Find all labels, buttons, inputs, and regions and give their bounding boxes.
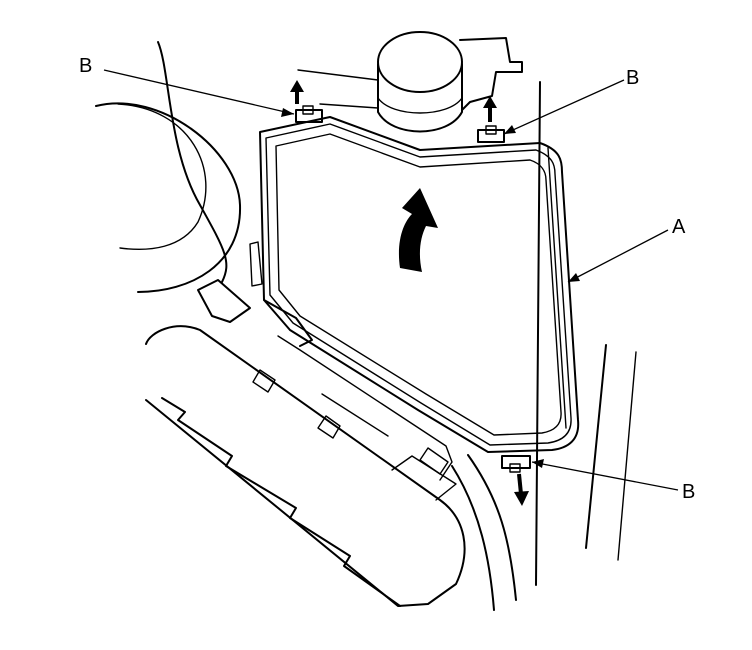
leader-lines	[103, 69, 679, 491]
cover-a-rim	[265, 123, 572, 446]
cover-a-step	[263, 299, 313, 347]
leader-b-top-right	[503, 79, 625, 135]
cover-a-inner	[275, 133, 562, 436]
cover-a-right-flange	[547, 147, 567, 429]
reservoir	[297, 31, 523, 133]
clip-b-top-left	[295, 105, 323, 123]
frame-line-3	[617, 351, 637, 561]
cable-curve-outer	[467, 454, 517, 601]
background-components	[95, 31, 637, 611]
callout-label-b-top-left: B	[79, 55, 93, 77]
cover-a-outer	[259, 116, 580, 453]
cover-a	[249, 116, 580, 453]
left-body-edge	[157, 41, 228, 283]
direction-arrows	[290, 80, 529, 506]
arrow-up-right	[483, 96, 497, 122]
leader-b-top-left	[103, 69, 295, 117]
frame-line-1	[535, 81, 541, 586]
leader-a	[567, 229, 669, 283]
relay-block	[145, 279, 466, 607]
callout-label-b-top-right: B	[626, 67, 640, 89]
clips-b	[295, 105, 531, 473]
clip-b-bottom	[501, 455, 531, 473]
leader-b-bottom	[531, 459, 679, 491]
arrow-up-left	[290, 80, 304, 104]
frame-line-2	[585, 344, 607, 549]
arrow-down-bottom	[514, 473, 529, 506]
callout-label-b-bottom: B	[682, 481, 696, 503]
clip-b-top-right	[477, 125, 505, 143]
curved-lift-arrow	[398, 188, 438, 272]
round-component-outline	[95, 102, 242, 293]
callout-label-a: A	[672, 216, 686, 238]
cover-a-side-tab	[249, 241, 263, 287]
cable-curve-inner	[451, 465, 495, 611]
round-component-inner	[117, 103, 207, 251]
